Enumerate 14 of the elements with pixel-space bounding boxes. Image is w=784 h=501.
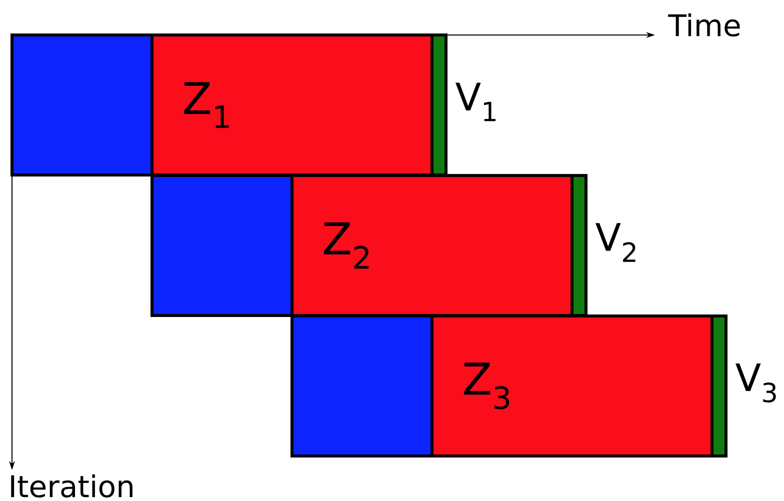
task-box: Z$_{3}$ — [430, 314, 714, 458]
bar — [710, 314, 728, 458]
axis-label: Iteration — [11, 474, 132, 498]
block — [150, 174, 294, 317]
bar — [430, 34, 448, 176]
bar-label: V$_{3}$ — [736, 363, 776, 403]
bar-label: V$_{2}$ — [596, 223, 636, 262]
bar — [570, 174, 588, 317]
task-box: Z$_{2}$ — [290, 174, 574, 317]
block — [10, 34, 154, 176]
task-box: Z$_{1}$ — [150, 34, 434, 176]
block — [290, 314, 434, 458]
bar-label: V$_{1}$ — [456, 82, 496, 122]
axis-label: Time — [668, 13, 740, 37]
